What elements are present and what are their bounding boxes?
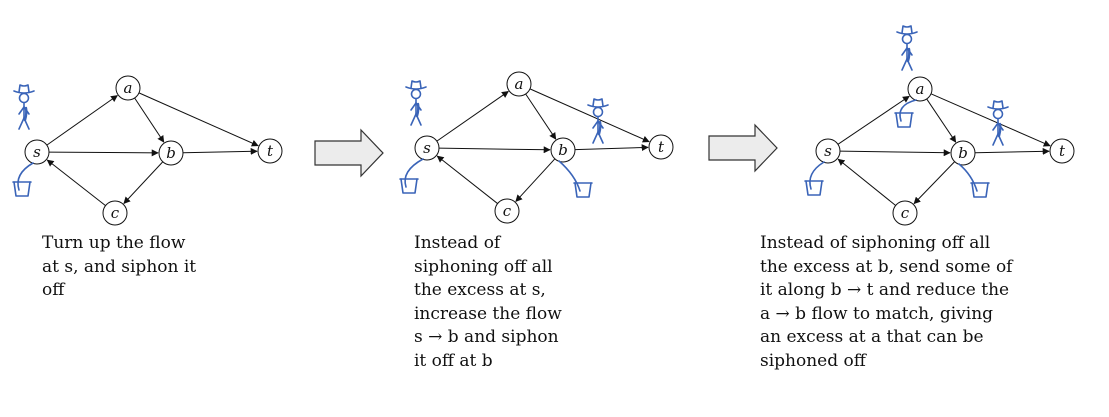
edge-b-c	[913, 161, 956, 205]
right-arrow-icon	[708, 123, 778, 173]
edge-a-t	[138, 92, 259, 147]
cowboy-icon-a	[896, 25, 918, 71]
node-t-label: t	[658, 138, 665, 156]
caption-line: it along b → t and reduce the	[760, 280, 1010, 300]
caption-line: the excess at s,	[414, 280, 546, 300]
node-a-label: a	[916, 80, 925, 98]
bucket-icon-s	[399, 158, 424, 194]
panel-2-caption: Instead of siphoning off all the excess …	[414, 232, 562, 373]
node-c-label: c	[503, 202, 512, 220]
edge-a-t	[529, 88, 650, 143]
panel-2-graph: s a b c t	[399, 71, 674, 224]
edge-s-b	[839, 149, 951, 157]
caption-line: siphoning off all	[414, 256, 553, 277]
node-a: a	[115, 75, 141, 101]
edge-s-b	[438, 146, 551, 154]
caption-line: an excess at a that can be	[760, 327, 984, 347]
panel-1-graph: s a b c t	[12, 75, 283, 226]
edge-a-t	[930, 93, 1051, 147]
edge-s-b	[48, 149, 159, 157]
node-c-label: c	[111, 204, 120, 222]
edge-a-b	[134, 97, 165, 143]
node-s-label: s	[33, 143, 41, 161]
node-s: s	[24, 139, 50, 165]
caption-line: it off at b	[414, 350, 493, 371]
bucket-icon-a	[894, 99, 917, 128]
node-b-label: b	[166, 144, 176, 162]
node-b: b	[550, 137, 576, 163]
node-s: s	[815, 138, 841, 164]
bucket-icon-b	[558, 160, 593, 198]
edge-s-a	[837, 95, 910, 145]
cowboy-icon-b	[587, 98, 609, 144]
node-b: b	[950, 140, 976, 166]
node-c: c	[892, 200, 918, 226]
panel-3-graph: s a b c t	[804, 25, 1075, 226]
edge-s-a	[46, 95, 118, 146]
node-c: c	[102, 200, 128, 226]
caption-line: siphoned off	[760, 350, 866, 371]
panel-1-caption: Turn up the flow at s, and siphon it off	[42, 232, 196, 303]
bucket-icon-b	[958, 163, 990, 198]
caption-line: at s, and siphon it	[42, 256, 197, 277]
panel-3-caption: Instead of siphoning off all the excess …	[760, 232, 1012, 373]
bucket-icon-s	[804, 161, 825, 196]
edge-b-t	[974, 147, 1050, 155]
edge-c-s	[46, 159, 106, 207]
caption-line: increase the flow	[414, 303, 562, 324]
node-c: c	[494, 198, 520, 224]
edge-b-t	[574, 144, 649, 152]
node-a-label: a	[515, 75, 524, 93]
cowboy-icon-s	[405, 80, 427, 126]
bucket-icon-s	[12, 162, 34, 197]
caption-line: Instead of	[414, 233, 501, 253]
caption-line: a → b flow to match, giving	[760, 303, 994, 324]
node-s-label: s	[824, 142, 832, 160]
node-b: b	[158, 140, 184, 166]
node-t: t	[1049, 138, 1075, 164]
node-t: t	[257, 138, 283, 164]
edge-b-t	[182, 147, 258, 155]
node-a: a	[907, 76, 933, 102]
node-c-label: c	[901, 204, 910, 222]
edge-a-b	[525, 93, 557, 140]
node-b-label: b	[958, 144, 968, 162]
edge-b-c	[515, 158, 556, 202]
right-arrow-icon	[314, 128, 384, 178]
edge-c-s	[837, 158, 896, 206]
node-t-label: t	[1059, 142, 1066, 160]
edge-b-c	[123, 161, 164, 205]
edge-a-b	[926, 98, 957, 143]
node-t: t	[648, 134, 674, 160]
caption-line: Instead of siphoning off all	[760, 233, 991, 253]
node-s-label: s	[423, 139, 431, 157]
caption-line: s → b and siphon	[414, 327, 559, 347]
cowboy-icon-s	[13, 84, 35, 130]
node-t-label: t	[267, 142, 274, 160]
edge-c-s	[436, 155, 498, 204]
caption-line: Turn up the flow	[42, 233, 186, 253]
caption-line: the excess at b, send some of	[760, 256, 1013, 277]
node-a-label: a	[124, 79, 133, 97]
edge-s-a	[436, 91, 509, 142]
node-s: s	[414, 135, 440, 161]
caption-line: off	[42, 280, 65, 300]
cowboy-icon-b	[987, 100, 1009, 146]
node-a: a	[506, 71, 532, 97]
node-b-label: b	[558, 141, 568, 159]
